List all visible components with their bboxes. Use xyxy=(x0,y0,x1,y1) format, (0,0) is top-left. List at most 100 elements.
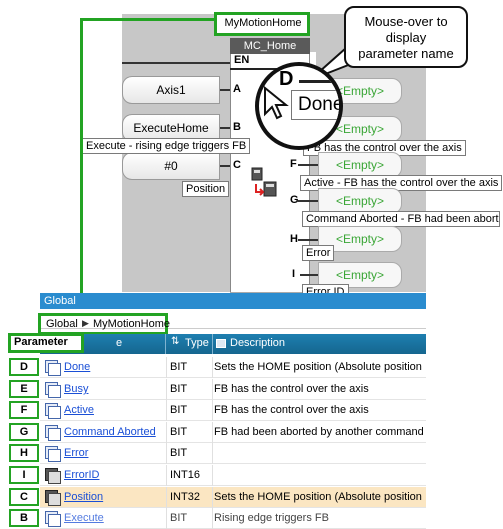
bit-variable-icon xyxy=(45,382,61,398)
fb-instance-name[interactable]: MyMotionHome xyxy=(224,17,302,29)
col-sep xyxy=(212,379,213,400)
output-aborted-wire xyxy=(298,200,318,202)
variable-type: BIT xyxy=(170,426,188,438)
input-axis[interactable]: Axis1 xyxy=(122,76,220,104)
parameter-letter-e: E xyxy=(9,380,39,398)
breadcrumb-current[interactable]: MyMotionHome xyxy=(93,318,171,330)
output-active[interactable]: <Empty> xyxy=(318,152,402,178)
variable-name-link[interactable]: ErrorID xyxy=(64,469,100,481)
col-sep xyxy=(166,465,167,486)
col-sep xyxy=(166,487,167,508)
magnifier-lens: D Done xyxy=(255,62,343,150)
input-axis-wire xyxy=(220,89,230,91)
mouse-cursor-icon xyxy=(264,85,289,120)
col-sep xyxy=(166,379,167,400)
type-sort-icon: ⇅ xyxy=(171,336,180,347)
position-tooltip: Position xyxy=(182,181,230,197)
variable-description[interactable] xyxy=(214,443,426,464)
magnified-tooltip: Done xyxy=(291,90,343,120)
variable-description[interactable] xyxy=(214,465,426,486)
col-sep xyxy=(166,443,167,464)
variable-name-link[interactable]: Active xyxy=(64,404,94,416)
output-active-wire xyxy=(298,164,318,166)
active-tooltip: Active - FB has the control over the axi… xyxy=(300,175,503,191)
magnified-wire xyxy=(299,80,339,83)
parameter-letter-b: B xyxy=(9,509,39,527)
parameter-letter-i: I xyxy=(9,466,39,484)
table-row[interactable]: Command Aborted BIT FB had been aborted by… xyxy=(40,422,426,443)
input-position[interactable]: #0 xyxy=(122,152,220,180)
output-error-id[interactable]: <Empty> xyxy=(318,262,402,288)
description-header[interactable]: Description xyxy=(230,337,286,349)
col-sep xyxy=(166,400,167,421)
global-panel-title: Global xyxy=(40,293,426,309)
variable-name-link[interactable]: Execute xyxy=(64,512,104,524)
col-sep xyxy=(212,465,213,486)
col-sep xyxy=(212,422,213,443)
output-errorid-wire xyxy=(300,274,318,276)
bit-variable-icon xyxy=(45,511,61,527)
description-header-icon xyxy=(216,339,226,348)
variable-type: BIT xyxy=(170,404,188,416)
header-sep-1 xyxy=(165,334,166,354)
input-execute-wire xyxy=(220,127,230,129)
command-aborted-tooltip: Command Aborted - FB had been aborted b xyxy=(302,211,500,227)
output-error-wire xyxy=(298,239,318,241)
output-command-aborted[interactable]: <Empty> xyxy=(318,188,402,214)
variable-type: BIT xyxy=(170,447,188,459)
pin-a: A xyxy=(233,83,241,95)
pin-b: B xyxy=(233,121,241,133)
header-sep-2 xyxy=(212,334,213,354)
name-header-tail[interactable]: e xyxy=(116,337,123,349)
variable-description[interactable]: Sets the HOME position (Absolute positio… xyxy=(214,491,422,503)
parameter-label-box xyxy=(8,333,84,353)
pin-i: I xyxy=(292,268,296,280)
fb-en-label: EN xyxy=(234,54,250,66)
variable-name-link[interactable]: Command Aborted xyxy=(64,426,156,438)
callout-line-3: parameter name xyxy=(358,46,454,61)
move-step-icon xyxy=(250,162,278,200)
variable-description[interactable]: FB has the control over the axis xyxy=(214,404,369,416)
annotation-connector-top xyxy=(80,18,216,21)
bit-variable-icon xyxy=(45,360,61,376)
execute-tooltip: Execute - rising edge triggers FB xyxy=(82,138,251,154)
parameter-letter-g: G xyxy=(9,423,39,441)
table-row[interactable]: Execute BIT Rising edge triggers FB xyxy=(40,508,426,529)
variable-description[interactable]: Rising edge triggers FB xyxy=(214,512,329,524)
table-row[interactable]: Active BIT FB has the control over the axi… xyxy=(40,400,426,421)
input-execute[interactable]: ExecuteHome xyxy=(122,114,220,142)
variable-name-link[interactable]: Busy xyxy=(64,383,89,395)
variable-name-link[interactable]: Done xyxy=(64,361,91,373)
variable-type: BIT xyxy=(170,512,188,524)
variable-description[interactable]: FB had been aborted by another command xyxy=(214,426,424,438)
col-sep xyxy=(212,357,213,378)
parameter-letter-d: D xyxy=(9,358,39,376)
col-sep xyxy=(212,400,213,421)
fb-en-line xyxy=(230,68,310,70)
variable-name-link[interactable]: Error xyxy=(64,447,89,459)
callout-line-2: display xyxy=(385,30,427,45)
bit-variable-icon xyxy=(45,403,61,419)
variable-table-header: e ⇅ Type Description xyxy=(40,334,426,354)
callout-line-1: Mouse-over to xyxy=(364,14,448,29)
magnified-pin: D xyxy=(279,68,294,90)
parameter-label: Parameter xyxy=(14,336,68,348)
variable-description[interactable]: Sets the HOME position (Absolute positio… xyxy=(214,361,422,373)
breadcrumb-annotation xyxy=(38,313,168,335)
en-wire xyxy=(122,62,230,64)
type-header[interactable]: Type xyxy=(185,337,209,349)
table-row[interactable]: Error BIT xyxy=(40,443,426,464)
parameter-letter-c: C xyxy=(9,488,39,506)
variable-name-link[interactable]: Position xyxy=(64,491,104,503)
annotation-connector-vertical xyxy=(80,18,83,316)
fb-type-name: MC_Home xyxy=(230,38,310,54)
magnified-label: Done xyxy=(298,94,343,115)
integer-variable-icon xyxy=(45,490,61,506)
breadcrumb-root[interactable]: Global xyxy=(46,318,78,330)
parameter-letter-f: F xyxy=(9,401,39,419)
variable-description[interactable]: FB has the control over the axis xyxy=(214,383,369,395)
